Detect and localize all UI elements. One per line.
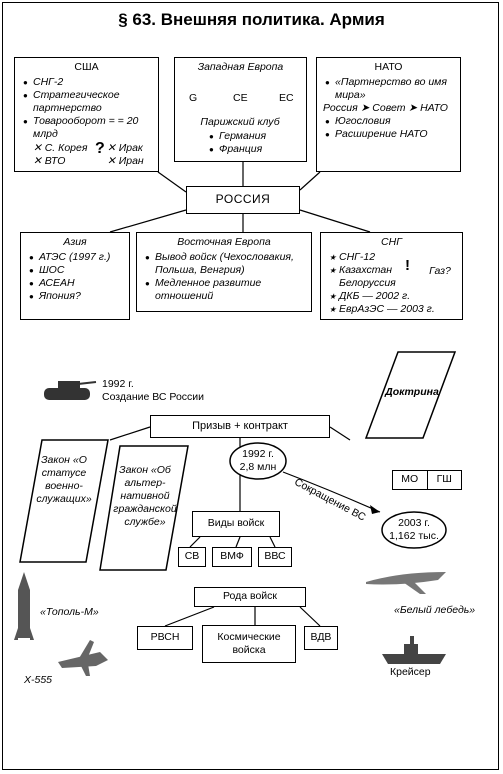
page-title: § 63. Внешняя политика. Армия: [118, 10, 385, 29]
west-header: Западная Европа: [197, 61, 284, 73]
nato-box: НАТО «Партнерство во имя мира» Россия ➤ …: [316, 57, 461, 172]
law1-shape: [19, 439, 109, 563]
usa-wto: ✕ ВТО: [33, 155, 66, 167]
mo-gsh-box: МО ГШ: [392, 470, 462, 490]
asia-item: АСЕАН: [29, 277, 129, 290]
swan-label: «Белый лебедь»: [394, 604, 476, 616]
usa-item: Товарооборот = = 20 млрд: [23, 115, 158, 141]
cruiser-icon: [382, 636, 446, 664]
tank-icon: [44, 381, 97, 400]
size1992-label: 1992 г. 2,8 млн: [239, 448, 277, 473]
usa-item: Стратегическое партнерство: [23, 89, 158, 115]
east-item: Медленное развитие отношений: [145, 277, 311, 303]
cis-gas: Газ?: [429, 265, 451, 277]
bomber-icon: [366, 572, 446, 594]
nato-item: «Партнерство во имя мира»: [325, 76, 460, 102]
east-item: Вывод войск (Чехословакия, Польша, Венгр…: [145, 251, 311, 277]
nato-item: Югословия: [325, 115, 460, 128]
cis-item: ЕврАзЭС — 2003 г.: [329, 303, 462, 316]
type-item: ВМФ: [212, 547, 252, 567]
law2-label: Закон «Об альтер-нативной гражданской сл…: [113, 464, 177, 528]
mo-label: МО: [393, 471, 428, 489]
size2003-ellipse: [381, 511, 447, 549]
asia-header: Азия: [63, 236, 87, 248]
cis-item: ДКБ — 2002 г.: [329, 290, 462, 303]
type-item: ВВС: [258, 547, 292, 567]
usa-korea: ✕ С. Корея: [33, 142, 88, 154]
asia-item: ШОС: [29, 264, 129, 277]
usa-question-icon: ?: [95, 140, 105, 157]
asia-item: АТЭС (1997 г.): [29, 251, 129, 264]
cis-item: Казахстан: [329, 264, 462, 277]
east-header: Восточная Европа: [177, 236, 271, 248]
russia-box: РОССИЯ: [186, 186, 300, 214]
west-item: Франция: [209, 143, 266, 156]
cruiser-label: Крейсер: [390, 666, 431, 678]
cis-box: СНГ СНГ-12 Казахстан Белоруссия ДКБ — 20…: [320, 232, 463, 320]
jet-icon: [58, 640, 108, 676]
cis-exclamation: !: [405, 257, 410, 274]
x555-label: Х-555: [24, 674, 53, 686]
cis-item: СНГ-12: [329, 251, 462, 264]
usa-header: США: [74, 61, 99, 73]
topol-label: «Тополь-М»: [40, 606, 99, 618]
nato-header: НАТО: [374, 61, 403, 73]
gsh-label: ГШ: [436, 473, 452, 485]
west-ce: CE: [233, 92, 248, 104]
nato-council: Россия ➤ Совет ➤ НАТО: [323, 102, 448, 114]
branch-item: ВДВ: [304, 626, 338, 650]
cis-item: Белоруссия: [339, 277, 396, 289]
law2-shape: [99, 445, 189, 571]
west-g: G: [189, 92, 198, 104]
missile-icon: [14, 572, 34, 640]
west-item: Германия: [209, 130, 266, 143]
east-europe-box: Восточная Европа Вывод войск (Чехословак…: [136, 232, 312, 312]
asia-item: Япония?: [29, 290, 129, 303]
law1-label: Закон «О статусе военно-служащих»: [36, 454, 92, 505]
west-ec: EC: [279, 92, 294, 104]
size1992-ellipse: [229, 442, 287, 480]
usa-iran: ✕ Иран: [107, 155, 144, 167]
type-item: СВ: [178, 547, 206, 567]
nato-item: Расширение НАТО: [325, 128, 460, 141]
branch-item: РВСН: [137, 626, 193, 650]
conscription-box: Призыв + контракт: [150, 415, 330, 438]
doctrine-label: Доктрина: [385, 386, 439, 398]
doctrine-shape: [364, 351, 457, 439]
branches-box: Рода войск: [194, 587, 306, 607]
usa-box: США СНГ-2 Стратегическое партнерство Тов…: [14, 57, 159, 172]
branch-item: Космические войска: [202, 625, 296, 663]
west-europe-box: Западная Европа G CE EC Парижский клуб Г…: [174, 57, 307, 162]
cis-header: СНГ: [381, 236, 402, 248]
army-year-label: 1992 г. Создание ВС России: [102, 378, 205, 403]
asia-box: Азия АТЭС (1997 г.) ШОС АСЕАН Япония?: [20, 232, 130, 320]
usa-item: СНГ-2: [23, 76, 158, 89]
size2003-label: 2003 г. 1,162 тыс.: [389, 517, 439, 542]
usa-iraq: ✕ Ирак: [107, 142, 143, 154]
west-club: Парижский клуб: [200, 116, 280, 128]
types-box: Виды войск: [192, 511, 280, 537]
